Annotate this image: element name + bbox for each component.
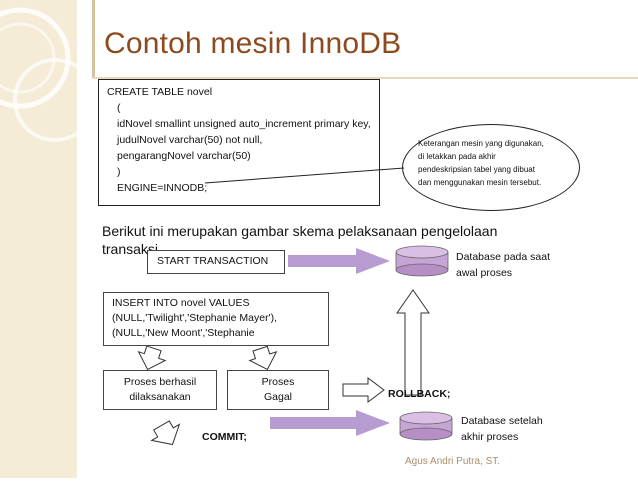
sql-line: ENGINE=INNODB; [117,182,208,194]
db-end-label: akhir proses [461,431,519,443]
sql-line: ( [117,102,121,114]
sql-line: CREATE TABLE novel [107,86,213,98]
db-end-label: Database setelah [461,415,543,427]
decorative-side-band [0,0,97,478]
slide-title: Contoh mesin InnoDB [104,27,402,60]
start-transaction-box: START TRANSACTION [147,250,285,274]
note-connector-line [204,167,405,184]
note-line: dan menggunakan mesin tersebut. [418,178,542,187]
process-fail-box: Proses Gagal [227,370,329,410]
sql-line: ) [117,166,121,178]
arrow-to-db-start [288,248,390,274]
down-arrow-right [248,345,278,371]
db-end-cylinder [399,411,453,441]
insert-line: (NULL,'New Moont','Stephanie [112,327,255,339]
rollback-arrow [342,377,385,403]
note-line: pendeskripsian tabel yang dibuat [418,165,535,174]
engine-note-ellipse [402,124,580,211]
start-transaction-label: START TRANSACTION [157,255,269,267]
note-line: di letakkan pada akhir [418,152,496,161]
success-line: Proses berhasil [123,376,197,388]
db-start-label: Database pada saat [456,251,550,263]
process-success-box: Proses berhasil dilaksanakan [103,370,217,410]
caption-line: Berikut ini merupakan gambar skema pelak… [102,223,498,239]
insert-statement-box: INSERT INTO novel VALUES (NULL,'Twilight… [103,292,329,346]
commit-arrow [150,420,181,446]
rollback-label: ROLLBACK; [388,388,451,400]
up-arrow [396,289,430,396]
fail-line: Proses [261,376,295,388]
fail-line: Gagal [263,391,293,403]
note-line: Keterangan mesin yang digunakan, [418,139,544,148]
title-accent-line [92,0,95,78]
slide-footer: Agus Andri Putra, ST. [405,456,501,467]
insert-line: (NULL,'Twilight','Stephanie Mayer'), [112,312,278,324]
title-underline [92,77,638,79]
success-line: dilaksanakan [129,391,191,403]
arrow-to-db-end [270,410,390,436]
sql-line: judulNovel varchar(50) not null, [117,134,263,146]
sql-line: pengarangNovel varchar(50) [117,150,251,162]
sql-code-box: CREATE TABLE novel ( idNovel smallint un… [98,79,380,206]
insert-line: INSERT INTO novel VALUES [112,297,250,309]
sql-line: idNovel smallint unsigned auto_increment… [117,118,371,130]
down-arrow-left [137,345,167,371]
db-start-cylinder [395,245,449,277]
caption-line: transaksi [102,241,159,257]
commit-label: COMMIT; [202,431,247,443]
db-start-label: awal proses [456,267,513,279]
